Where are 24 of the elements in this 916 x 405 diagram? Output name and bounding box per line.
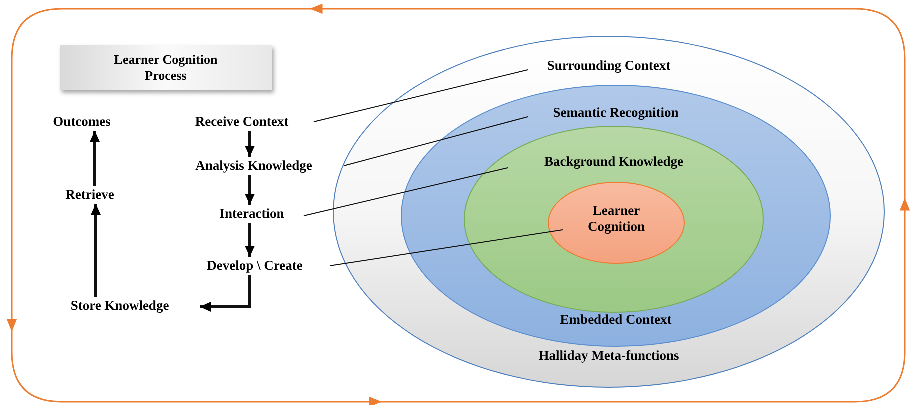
title-box: Learner Cognition Process [60, 45, 272, 90]
ring-label: Background Knowledge [544, 154, 684, 170]
ring-label: Embedded Context [560, 312, 672, 328]
arrow [200, 275, 252, 312]
step-label: Store Knowledge [40, 297, 200, 315]
arrow [91, 204, 101, 297]
ring-label: Surrounding Context [547, 58, 671, 74]
ring-label: Semantic Recognition [553, 105, 679, 121]
arrow [245, 131, 255, 157]
ring-label: Halliday Meta-functions [538, 348, 680, 364]
step-label: Outcomes [36, 113, 128, 131]
step-label: Interaction [200, 205, 304, 223]
arrow [90, 131, 100, 186]
leader-line [330, 230, 564, 266]
leader-line [314, 70, 528, 122]
step-label: Analysis Knowledge [164, 157, 344, 175]
arrow [245, 175, 255, 205]
ring-label: Learner Cognition [586, 203, 646, 234]
step-label: Develop \ Create [180, 257, 330, 275]
leader-line [344, 116, 528, 166]
leader-line [304, 168, 508, 216]
step-label: Retrieve [48, 186, 132, 204]
arrow [245, 223, 255, 257]
step-label: Receive Context [170, 113, 314, 131]
